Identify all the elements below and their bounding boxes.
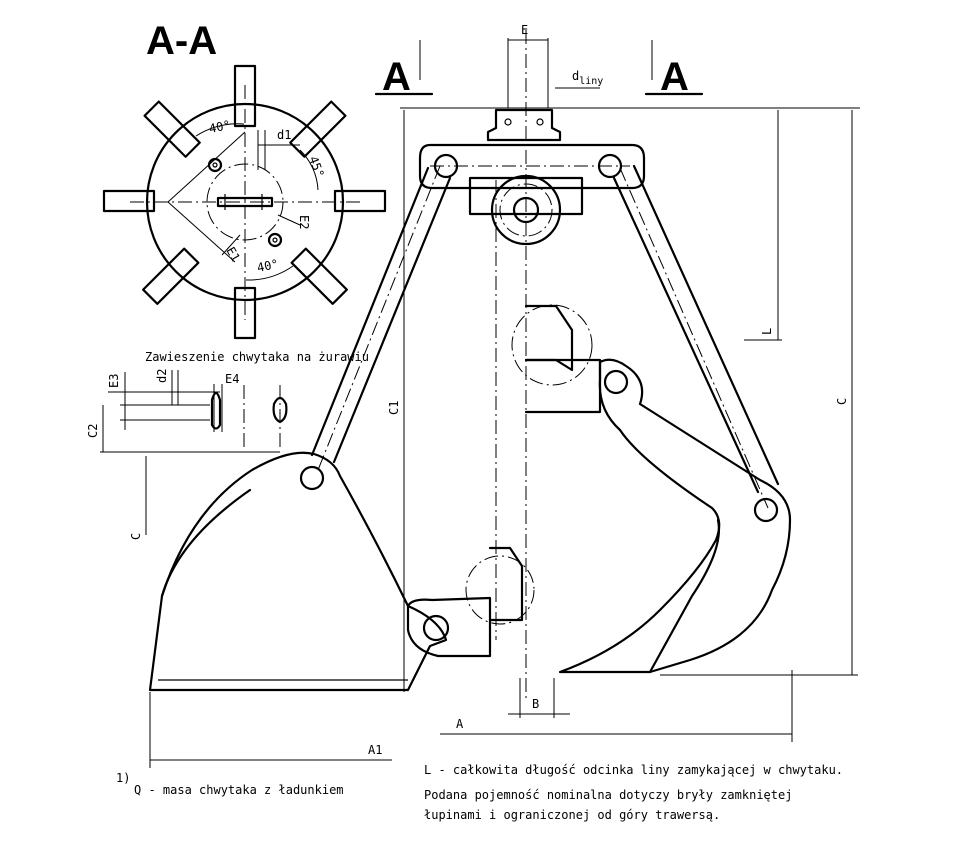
shackle-side — [210, 391, 222, 430]
left-link-rod — [310, 166, 452, 464]
dim-e4-label: E4 — [225, 372, 239, 386]
dim-a1-label: A1 — [368, 743, 382, 757]
shackle-front — [272, 396, 288, 424]
rope-clamp — [216, 196, 274, 208]
detail-caption: Zawieszenie chwytaka na żurawiu — [145, 350, 369, 364]
dim-b-label: B — [532, 697, 539, 711]
dim-e-label: E — [521, 23, 528, 37]
dim-d-liny-label: dliny — [572, 69, 603, 87]
suspension-detail: Zawieszenie chwytaka na żurawiu E3 d2 E4… — [86, 350, 369, 540]
left-shell — [148, 451, 448, 692]
svg-text:A: A — [382, 55, 411, 99]
note-line-3: łupinami i ograniczonej od góry trawersą… — [424, 808, 720, 822]
footnote-text: Q - masa chwytaka z ładunkiem — [134, 783, 344, 797]
angle-45: 45° — [306, 154, 327, 179]
svg-text:A: A — [660, 55, 689, 99]
lower-left-arm — [406, 596, 492, 658]
dim-d2-label: d2 — [155, 369, 169, 383]
rope-clevis — [486, 108, 562, 142]
right-shell — [558, 358, 792, 674]
dim-e1-label: E1 — [223, 245, 242, 265]
dim-c-label: C — [835, 398, 849, 405]
dim-c2-label: C2 — [86, 424, 100, 438]
rope-pin-top — [207, 157, 223, 173]
dim-c1-label: C1 — [387, 401, 401, 415]
dim-l-label: L — [760, 328, 774, 335]
angle-40-top: 40° — [208, 118, 232, 136]
footnote-mark: 1) — [116, 771, 130, 785]
lower-hub — [488, 546, 524, 622]
note-line-2: Podana pojemność nominalna dotyczy bryły… — [424, 788, 792, 802]
dim-c-detail-label: C — [129, 533, 143, 540]
section-view-a-a: 40° 40° 45° d1 E2 E1 — [102, 64, 387, 340]
section-marker-left: A — [374, 40, 434, 99]
dim-a-label: A — [456, 717, 464, 731]
dim-e2-label: E2 — [297, 215, 311, 229]
upper-crosshead — [418, 143, 646, 190]
right-link-rod — [612, 164, 780, 494]
section-title: A-A — [146, 19, 217, 63]
grab-main-view: E dliny — [148, 23, 860, 768]
dim-e3-label: E3 — [107, 374, 121, 388]
angle-40-bottom: 40° — [256, 257, 280, 275]
dim-d1-label: d1 — [277, 128, 291, 142]
rope-pin-bottom — [267, 232, 283, 248]
note-line-1: L - całkowita długość odcinka liny zamyk… — [424, 763, 843, 777]
section-marker-right: A — [644, 40, 704, 99]
